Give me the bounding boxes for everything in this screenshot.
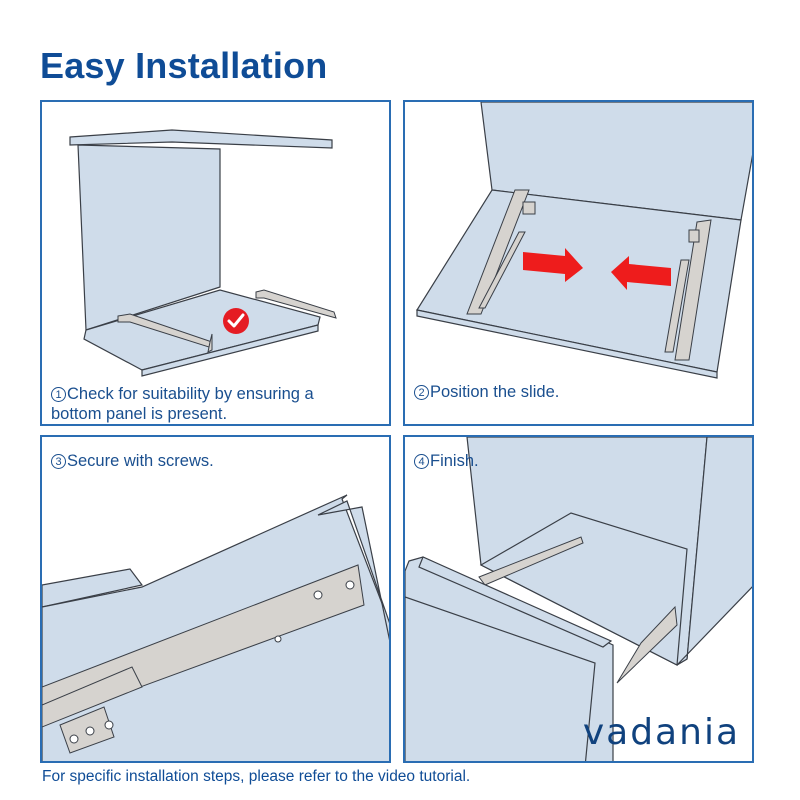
step-number-badge: 1 [51, 387, 66, 402]
page-title: Easy Installation [40, 45, 328, 86]
finished-drawer-illustration [405, 437, 752, 761]
step-number-badge: 2 [414, 385, 429, 400]
step-number-badge: 4 [414, 454, 429, 469]
screw-icon [69, 580, 355, 744]
position-slide-illustration [416, 102, 752, 379]
arrow-left-icon [611, 256, 671, 290]
check-circle-icon [223, 308, 249, 334]
cabinet-bottom-panel-illustration [69, 129, 337, 377]
secure-screws-illustration [42, 494, 389, 761]
step-number-badge: 3 [51, 454, 66, 469]
footer-note: For specific installation steps, please … [42, 768, 471, 785]
brand-logo: vadania [582, 712, 740, 753]
arrow-right-icon [523, 248, 583, 282]
